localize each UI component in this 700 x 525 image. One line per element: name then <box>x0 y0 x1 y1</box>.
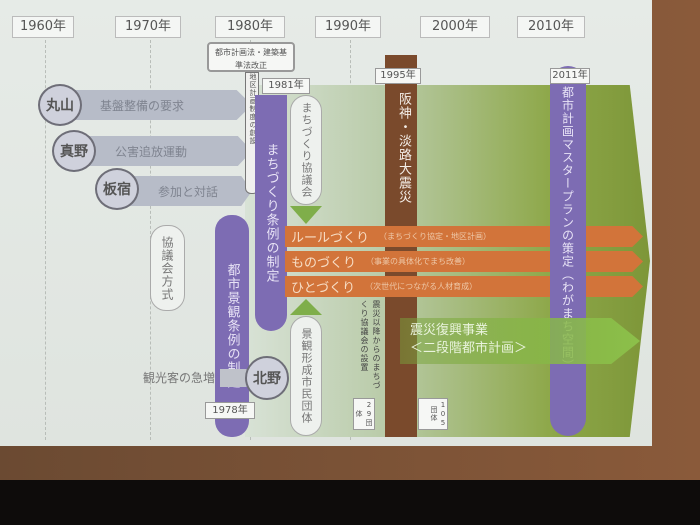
district-arrow-itayado: 参加と対話 <box>118 176 252 206</box>
theme-label: 公害追放運動 <box>115 144 188 159</box>
band-subtitle: （事業の具体化でまち改善） <box>366 257 471 266</box>
label-1981: 1981年 <box>262 78 310 94</box>
band-rule-making: ルールづくり （まちづくり協定・地区計画） <box>285 226 643 247</box>
band-title: ものづくり <box>291 256 357 271</box>
council-method-pill: 協議会方式 <box>150 225 185 311</box>
band-thing-making: ものづくり （事業の具体化でまち改善） <box>285 251 643 272</box>
master-plan-bar: 都市計画マスタープランの策定（わがまち空間） <box>550 66 586 436</box>
reconstruction-arrow: 震災復興事業 ＜二段階都市計画＞ <box>400 318 640 364</box>
label-2011: 2011年 <box>550 68 590 84</box>
machizukuri-ordinance-bar: まちづくり条例の制定 <box>255 95 287 331</box>
landscape-ordinance-bar: 都市景観条例の制定 <box>215 215 249 437</box>
year-1970: 1970年 <box>115 16 181 38</box>
year-2000: 2000年 <box>420 16 490 38</box>
theme-label: 参加と対話 <box>158 184 219 199</box>
council-pill: まちづくり協議会 <box>290 95 322 205</box>
count-before: 29団体 <box>353 398 375 430</box>
band-subtitle: （次世代につながる人材育成） <box>365 282 478 291</box>
district-arrow-mano: 公害追放運動 <box>75 136 252 166</box>
label-1995: 1995年 <box>375 68 421 84</box>
band-title: ルールづくり <box>291 231 370 246</box>
reconstruction-subtitle: ＜二段階都市計画＞ <box>410 341 528 356</box>
district-circle-kitano: 北野 <box>245 356 289 400</box>
band-title: ひとづくり <box>291 281 356 296</box>
district-circle-itayado: 板宿 <box>95 168 139 210</box>
kitano-theme: 観光客の急増 <box>143 371 216 385</box>
year-2010: 2010年 <box>517 16 585 38</box>
year-1960: 1960年 <box>12 16 74 38</box>
slide: 1960年 1970年 1980年 1990年 2000年 2010年 基盤整備… <box>0 0 652 446</box>
reconstruction-title: 震災復興事業 <box>410 323 489 338</box>
post-quake-councils-label: 震災以降からのまちづくり協議会の設置 <box>360 300 381 390</box>
earthquake-label: 阪神・淡路大震災 <box>396 92 411 204</box>
district-arrow-maruyama: 基盤整備の要求 <box>60 90 252 120</box>
band-subtitle: （まちづくり協定・地区計画） <box>379 232 492 241</box>
district-circle-maruyama: 丸山 <box>38 84 82 126</box>
citizen-groups-pill: 景観形成市民団体 <box>290 316 322 436</box>
count-after: 105団体 <box>418 398 448 430</box>
law-revision-callout: 都市計画法・建築基準法改正 <box>207 42 295 72</box>
floor-shadow <box>0 480 700 525</box>
year-1980: 1980年 <box>215 16 285 38</box>
label-1978: 1978年 <box>205 402 255 419</box>
theme-label: 基盤整備の要求 <box>100 98 185 113</box>
gridline <box>45 40 46 440</box>
district-circle-mano: 真野 <box>52 130 96 172</box>
band-people-making: ひとづくり （次世代につながる人材育成） <box>285 276 643 297</box>
year-1990: 1990年 <box>315 16 381 38</box>
